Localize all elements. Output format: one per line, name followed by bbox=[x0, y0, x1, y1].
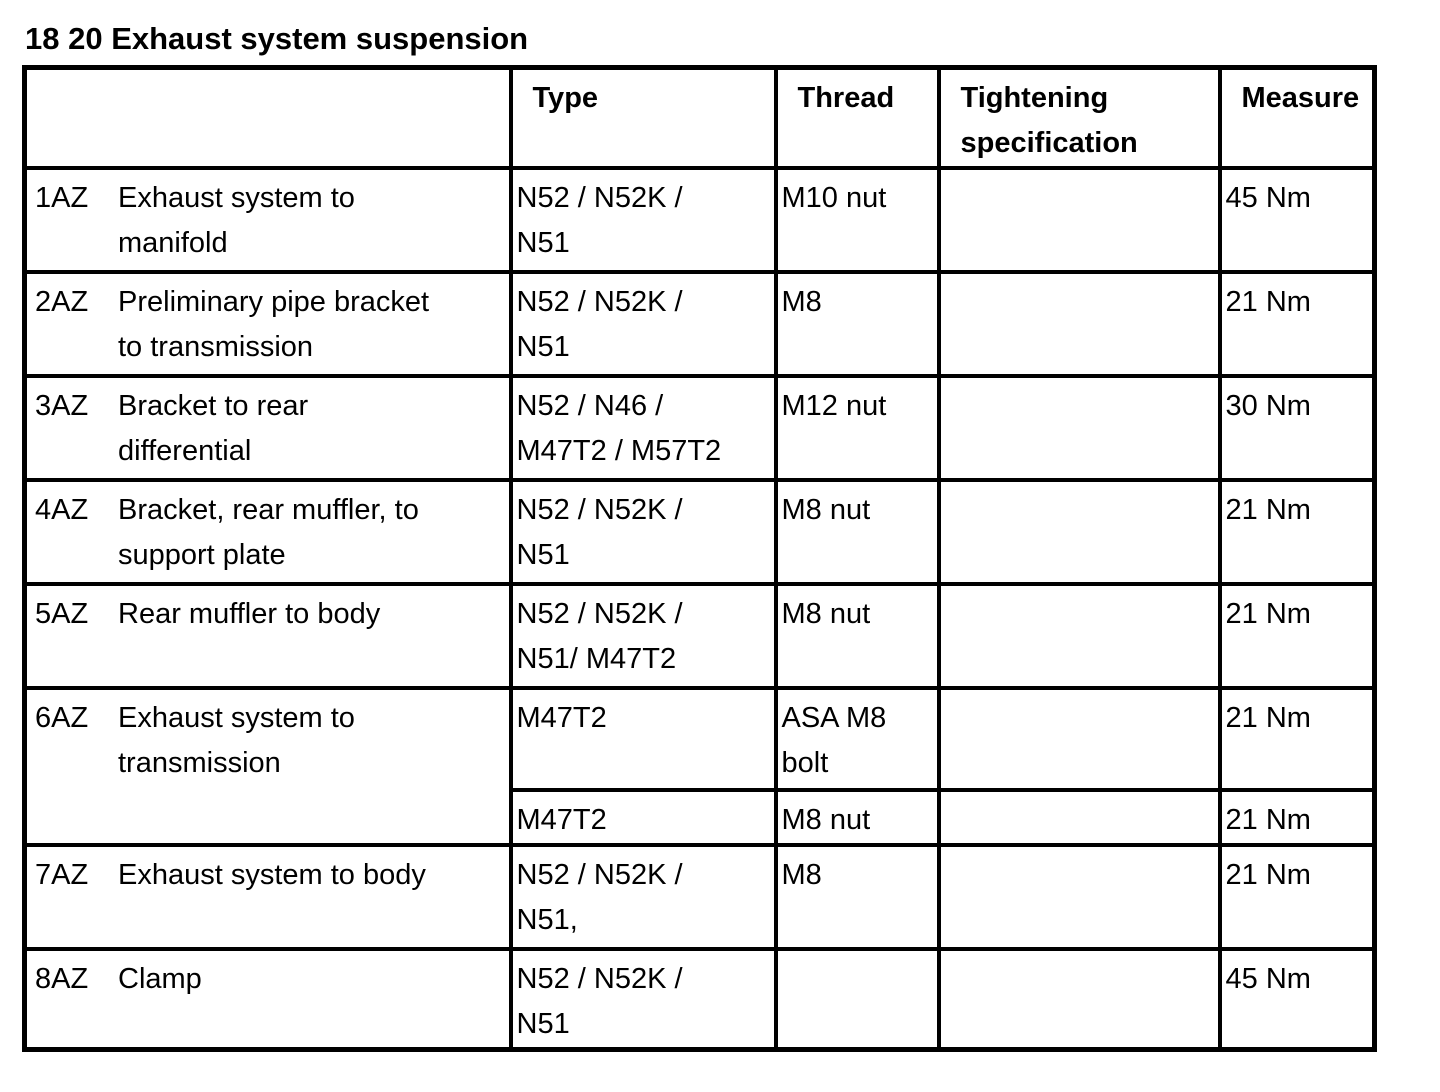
item-key: 5AZ bbox=[35, 598, 89, 631]
cell-thread: M8 nut bbox=[773, 478, 941, 587]
cell-type: N52 / N52K / N51 bbox=[508, 270, 778, 379]
item-key: 2AZ bbox=[35, 286, 89, 319]
table-row-6az-variant-2: M47T2 M8 nut 21 Nm bbox=[25, 788, 1377, 848]
cell-type: N52 / N46 / M47T2 / M57T2 bbox=[508, 374, 778, 483]
cell-item: 4AZ Bracket, rear muffler, to support pla… bbox=[22, 478, 513, 587]
item-key: 6AZ bbox=[35, 702, 89, 735]
cell-tightening bbox=[936, 374, 1222, 483]
cell-measure: 21 Nm bbox=[1217, 270, 1377, 379]
cell-tightening bbox=[936, 686, 1222, 793]
cell-thread: M8 nut bbox=[773, 582, 941, 691]
cell-type: N52 / N52K / N51 bbox=[508, 478, 778, 587]
header-type: Type bbox=[508, 65, 778, 171]
cell-item: 2AZ Preliminary pipe bracket to transmiss… bbox=[22, 270, 513, 379]
table-row-2az: 2AZ Preliminary pipe bracket to transmiss… bbox=[22, 270, 1377, 379]
item-key: 8AZ bbox=[35, 963, 89, 996]
cell-type: N52 / N52K / N51, bbox=[508, 843, 778, 952]
cell-item: 7AZ Exhaust system to body bbox=[22, 843, 513, 952]
cell-tightening bbox=[936, 947, 1222, 1052]
cell-measure: 21 Nm bbox=[1217, 582, 1377, 691]
item-key: 1AZ bbox=[35, 182, 89, 215]
cell-type: N52 / N52K / N51 bbox=[508, 166, 778, 275]
item-description: Exhaust system to body bbox=[118, 859, 426, 892]
item-key: 7AZ bbox=[35, 859, 89, 892]
cell-item: 1AZ Exhaust system to manifold bbox=[22, 166, 513, 275]
cell-thread: ASA M8 bolt bbox=[773, 686, 941, 793]
cell-tightening bbox=[936, 166, 1222, 275]
cell-type: N52 / N52K / N51 bbox=[508, 947, 778, 1052]
cell-type: N52 / N52K / N51/ M47T2 bbox=[508, 582, 778, 691]
item-description: Clamp bbox=[118, 963, 202, 996]
header-row: Type Thread Tightening specification Mea… bbox=[22, 65, 1377, 171]
item-description: Bracket to rear differential bbox=[118, 390, 309, 468]
item-description: Bracket, rear muffler, to support plate bbox=[118, 494, 419, 572]
item-description: Rear muffler to body bbox=[118, 598, 381, 631]
cell-tightening bbox=[936, 478, 1222, 587]
table-row-1az: 1AZ Exhaust system to manifold N52 / N52K… bbox=[22, 166, 1377, 275]
table-row-4az: 4AZ Bracket, rear muffler, to support pla… bbox=[22, 478, 1377, 587]
cell-thread: M10 nut bbox=[773, 166, 941, 275]
cell-thread: M12 nut bbox=[773, 374, 941, 483]
cell-item: 6AZ Exhaust system to transmission bbox=[22, 686, 513, 848]
table-row-7az: 7AZ Exhaust system to body N52 / N52K / N… bbox=[22, 843, 1377, 952]
cell-type: M47T2 bbox=[508, 686, 778, 793]
table-row-6az-variant-1: 6AZ Exhaust system to transmission M47T2 … bbox=[22, 686, 1377, 848]
table-row-3az: 3AZ Bracket to rear differential N52 / N4… bbox=[22, 374, 1377, 483]
header-measure: Measure bbox=[1217, 65, 1377, 171]
item-description: Preliminary pipe bracket to transmission bbox=[118, 286, 430, 364]
table-row-8az: 8AZ Clamp N52 / N52K / N51 45 Nm bbox=[22, 947, 1377, 1052]
item-key: 4AZ bbox=[35, 494, 89, 527]
cell-thread: M8 bbox=[773, 843, 941, 952]
cell-tightening bbox=[936, 582, 1222, 691]
cell-item: 5AZ Rear muffler to body bbox=[22, 582, 513, 691]
cell-thread bbox=[773, 947, 941, 1052]
item-description: Exhaust system to transmission bbox=[118, 702, 355, 780]
header-thread: Thread bbox=[773, 65, 941, 171]
cell-item: 8AZ Clamp bbox=[22, 947, 513, 1052]
cell-measure: 21 Nm bbox=[1217, 686, 1377, 793]
cell-measure: 45 Nm bbox=[1217, 166, 1377, 275]
cell-thread: M8 nut bbox=[773, 788, 941, 848]
item-description: Exhaust system to manifold bbox=[118, 182, 355, 260]
torque-spec-table: Type Thread Tightening specification Mea… bbox=[22, 65, 1377, 1053]
page-title: 18 20 Exhaust system suspension bbox=[25, 21, 529, 56]
cell-thread: M8 bbox=[773, 270, 941, 379]
cell-measure: 21 Nm bbox=[1217, 788, 1377, 848]
cell-tightening bbox=[936, 843, 1222, 952]
cell-measure: 45 Nm bbox=[1217, 947, 1377, 1052]
cell-type: M47T2 bbox=[508, 788, 778, 848]
cell-measure: 21 Nm bbox=[1217, 843, 1377, 952]
cell-measure: 30 Nm bbox=[1217, 374, 1377, 483]
cell-measure: 21 Nm bbox=[1217, 478, 1377, 587]
cell-tightening bbox=[936, 788, 1222, 848]
table-row-5az: 5AZ Rear muffler to body N52 / N52K / N51… bbox=[22, 582, 1377, 691]
header-tightening-specification: Tightening specification bbox=[936, 65, 1222, 171]
cell-tightening bbox=[936, 270, 1222, 379]
header-item bbox=[22, 65, 513, 171]
cell-item: 3AZ Bracket to rear differential bbox=[22, 374, 513, 483]
item-key: 3AZ bbox=[35, 390, 89, 423]
